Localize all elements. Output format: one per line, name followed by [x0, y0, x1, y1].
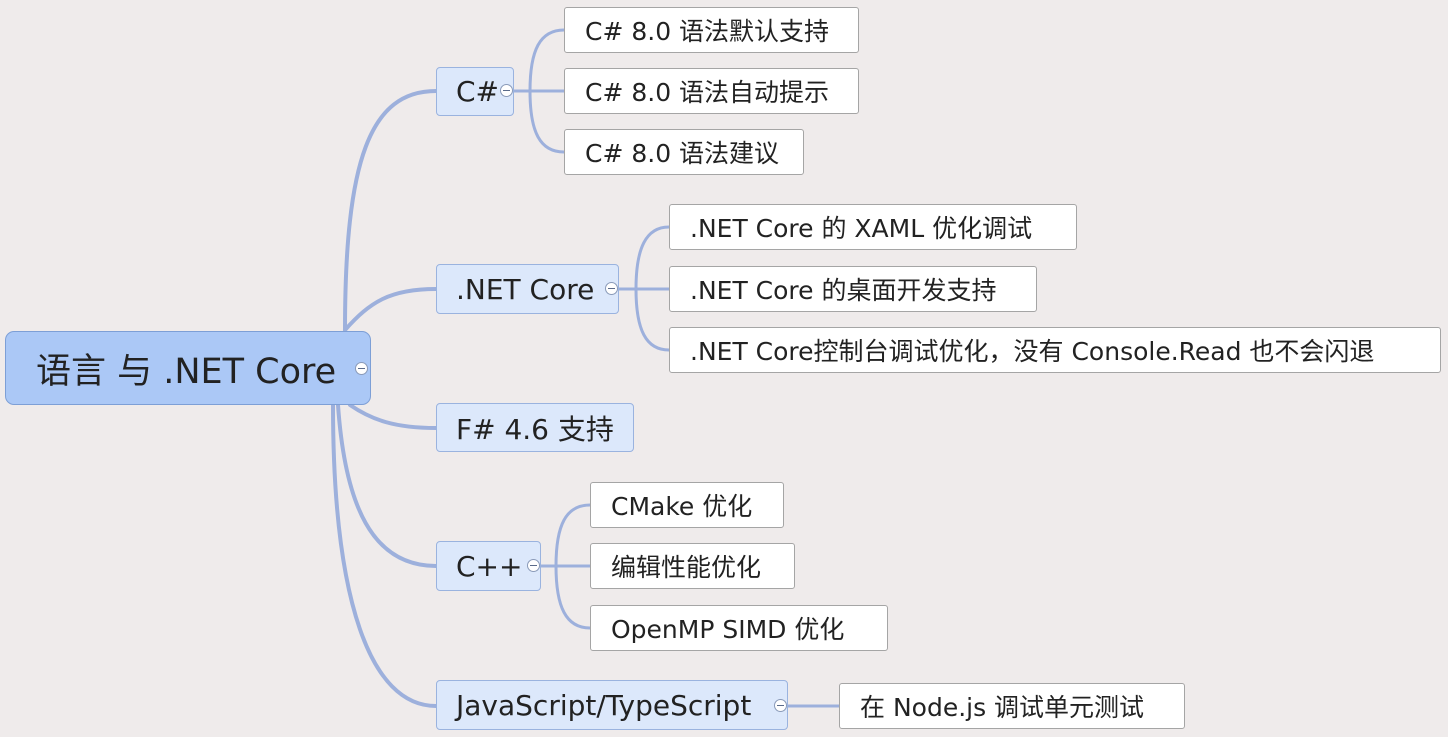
leaf-label: OpenMP SIMD 优化 — [611, 615, 845, 644]
connector-netcore-leaf-1 — [617, 225, 671, 291]
leaf-label: .NET Core 的 XAML 优化调试 — [690, 214, 1033, 243]
connector-csharp-leaf-3 — [528, 89, 566, 154]
connector-cpp-leaf-3 — [554, 564, 592, 630]
leaf-label: .NET Core 的桌面开发支持 — [690, 276, 997, 305]
leaf-cpp-openmp[interactable]: OpenMP SIMD 优化 — [590, 605, 888, 651]
leaf-js-node-unit-test[interactable]: 在 Node.js 调试单元测试 — [839, 683, 1185, 729]
leaf-csharp-suggestion[interactable]: C# 8.0 语法建议 — [564, 129, 804, 175]
branch-csharp-label: C# — [456, 75, 500, 108]
collapse-cpp-icon[interactable] — [527, 559, 540, 572]
connector-root-csharp — [343, 89, 438, 332]
leaf-label: 在 Node.js 调试单元测试 — [860, 693, 1145, 722]
collapse-javascript-icon[interactable] — [774, 699, 787, 712]
leaf-label: CMake 优化 — [611, 492, 753, 521]
connector-root-js — [331, 403, 438, 708]
branch-fsharp[interactable]: F# 4.6 支持 — [436, 403, 634, 452]
leaf-label: C# 8.0 语法自动提示 — [585, 78, 830, 107]
connector-cpp-leaf-1 — [539, 503, 592, 568]
leaf-label: 编辑性能优化 — [611, 553, 762, 582]
leaf-cpp-cmake[interactable]: CMake 优化 — [590, 482, 784, 528]
connector-netcore-leaf-3 — [634, 287, 671, 352]
branch-javascript-label: JavaScript/TypeScript — [456, 688, 752, 722]
root-topic[interactable]: 语言 与 .NET Core — [5, 331, 371, 405]
leaf-netcore-xaml-debug[interactable]: .NET Core 的 XAML 优化调试 — [669, 204, 1077, 250]
leaf-netcore-desktop[interactable]: .NET Core 的桌面开发支持 — [669, 266, 1037, 312]
leaf-cpp-editor-perf[interactable]: 编辑性能优化 — [590, 543, 795, 589]
branch-cpp-label: C++ — [456, 549, 523, 583]
connector-csharp-leaf-1 — [512, 28, 566, 93]
branch-netcore-label: .NET Core — [456, 272, 595, 306]
leaf-csharp-default-support[interactable]: C# 8.0 语法默认支持 — [564, 7, 859, 53]
branch-javascript[interactable]: JavaScript/TypeScript — [436, 680, 788, 730]
connector-root-fsharp — [348, 403, 438, 430]
leaf-csharp-auto-hint[interactable]: C# 8.0 语法自动提示 — [564, 68, 859, 114]
leaf-label: C# 8.0 语法默认支持 — [585, 17, 830, 46]
collapse-csharp-icon[interactable] — [500, 84, 513, 97]
connector-root-netcore — [343, 287, 438, 332]
connector-root-cpp — [336, 403, 438, 568]
leaf-label: .NET Core控制台调试优化，没有 Console.Read 也不会闪退 — [690, 337, 1375, 366]
collapse-root-icon[interactable] — [355, 362, 368, 375]
root-topic-label: 语言 与 .NET Core — [36, 351, 337, 392]
leaf-label: C# 8.0 语法建议 — [585, 139, 780, 168]
leaf-netcore-console-debug[interactable]: .NET Core控制台调试优化，没有 Console.Read 也不会闪退 — [669, 327, 1441, 373]
branch-netcore[interactable]: .NET Core — [436, 264, 619, 314]
branch-cpp[interactable]: C++ — [436, 541, 541, 591]
collapse-netcore-icon[interactable] — [605, 282, 618, 295]
branch-fsharp-label: F# 4.6 支持 — [456, 412, 614, 446]
